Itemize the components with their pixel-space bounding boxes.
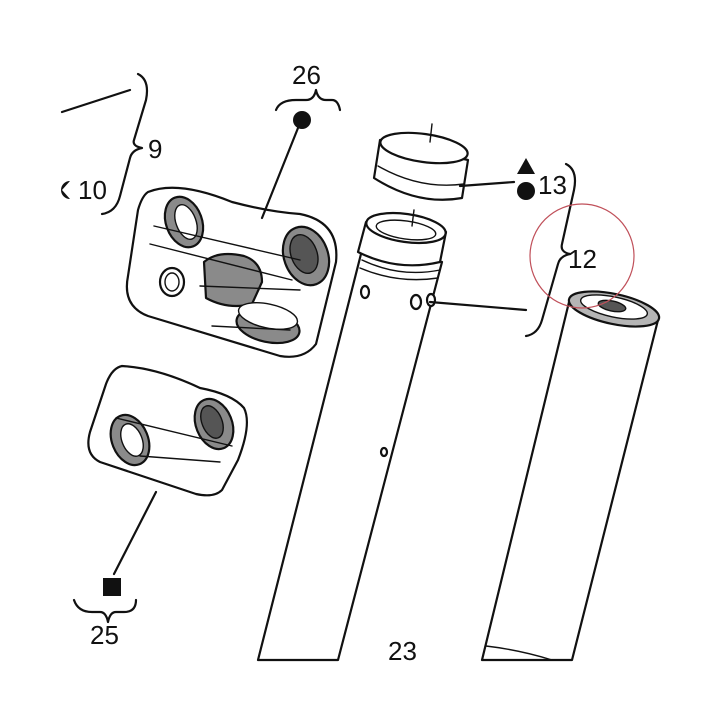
upper-clamp-block: [125, 186, 338, 358]
bushing-cap: [372, 123, 470, 227]
left-stanchion-tube: [256, 211, 448, 662]
highlight-circle: [529, 203, 635, 309]
label-25: 25: [90, 620, 119, 650]
filled-triangle-icon: [517, 158, 535, 174]
half-circle-icon: [61, 181, 70, 199]
right-stanchion-tube: [480, 290, 661, 662]
lower-clamp-block: [87, 364, 249, 497]
label-13: 13: [538, 170, 567, 200]
label-12: 12: [568, 244, 597, 274]
braces: [72, 72, 577, 624]
filled-square-icon: [103, 578, 121, 596]
label-26: 26: [292, 60, 321, 90]
label-23: 23: [388, 636, 417, 666]
label-10: 10: [78, 175, 107, 205]
label-9: 9: [148, 134, 162, 164]
leader-lines: [60, 88, 528, 576]
filled-circle-icon: [517, 182, 535, 200]
filled-circle-icon: [293, 111, 311, 129]
